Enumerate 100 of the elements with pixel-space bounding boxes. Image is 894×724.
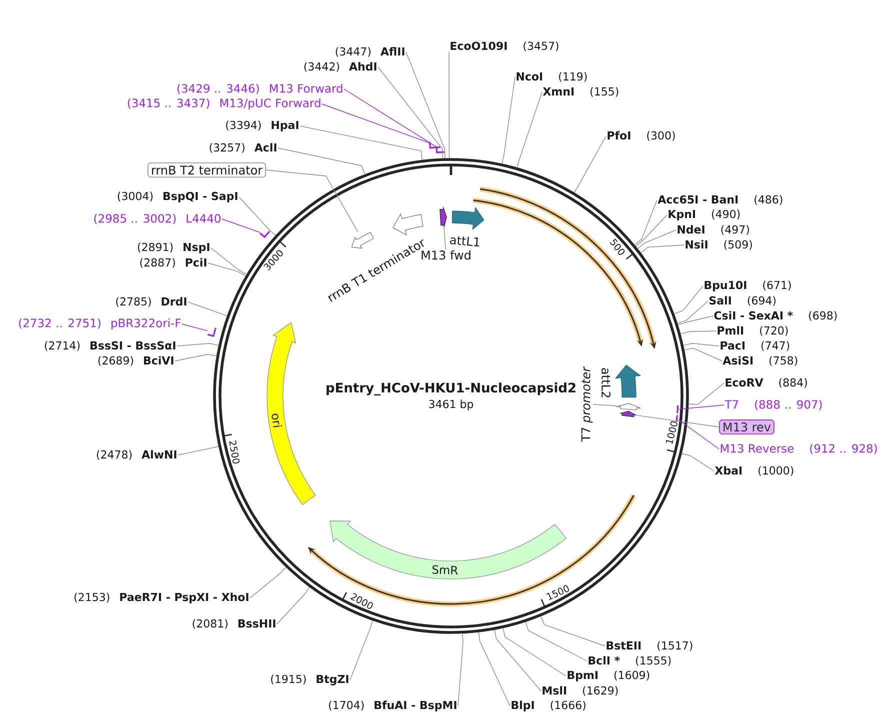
leader-line <box>174 354 217 362</box>
leader-line <box>634 200 658 246</box>
feature-label: attL1 <box>450 236 480 247</box>
restriction-site-label: Acc65I - BanI (486) <box>658 195 782 205</box>
primer-label: (3429 .. 3446) M13 Forward <box>177 84 342 94</box>
restriction-site-label: XmnI (155) <box>542 87 618 97</box>
leader-line <box>210 248 247 275</box>
tick-label: 2500 <box>229 440 240 464</box>
leader-line <box>238 196 276 236</box>
label-tag: M13 rev <box>719 420 774 434</box>
leader-line <box>250 567 286 598</box>
tick-label: 1000 <box>666 421 678 444</box>
leader-line <box>516 92 542 168</box>
restriction-site-label: (2714) BssSI - BssSαI <box>44 341 176 351</box>
leader-line <box>188 302 228 316</box>
leader-line <box>680 330 716 334</box>
leader-line <box>444 227 446 250</box>
feature-block <box>616 403 641 410</box>
primer-mark <box>676 415 678 422</box>
restriction-site-label: (2153) PaeR7I - PspXI - XhoI <box>74 592 248 604</box>
leader-line <box>502 76 516 164</box>
leader-line <box>344 88 437 148</box>
restriction-site-label: BclI * (1555) <box>588 656 671 666</box>
primer-label: M13 Reverse (912 .. 928) <box>720 444 877 454</box>
feature-block <box>620 410 636 418</box>
leader-line <box>276 587 310 624</box>
restriction-site-label: (2891) NspI <box>138 242 210 254</box>
leader-line <box>448 52 450 158</box>
restriction-site-label: (3394) HpaI <box>226 120 298 132</box>
leader-line <box>494 630 542 692</box>
primer-label: T7 (888 .. 907) <box>724 400 822 410</box>
leader-line <box>636 414 720 428</box>
primer-mark <box>260 230 270 238</box>
leader-line <box>525 622 588 662</box>
leader-line <box>222 218 260 233</box>
restriction-site-label: (2689) BciVI <box>98 356 174 366</box>
restriction-site-label: PacI (747) <box>720 341 790 351</box>
leader-line <box>266 170 358 232</box>
leader-line <box>278 148 366 174</box>
leader-line <box>683 343 720 346</box>
leader-line <box>300 126 422 160</box>
leader-line <box>350 620 374 680</box>
restriction-site-label: EcoRV (884) <box>726 378 807 388</box>
leader-line <box>406 52 446 158</box>
primer-mark <box>676 405 679 414</box>
primer-mark <box>436 146 444 154</box>
restriction-site-label: BlpI (1666) <box>512 700 586 712</box>
leader-line <box>678 404 724 410</box>
leader-line <box>684 348 722 362</box>
restriction-site-label: (2785) DrdI <box>116 297 186 307</box>
restriction-site-label: (1704) BfuAI - BspMI <box>329 700 456 712</box>
restriction-site-label: (2887) PciI <box>140 258 206 268</box>
restriction-site-label: CsiI - SexAI * (698) <box>714 311 837 321</box>
primer-label: (2732 .. 2751) pBR322ori-F <box>19 318 181 330</box>
feature-label: attL2 <box>601 368 611 398</box>
restriction-site-label: PmlI (720) <box>718 326 788 336</box>
leader-line <box>540 616 606 646</box>
leader-line <box>178 446 219 456</box>
restriction-site-label: BstEII (1517) <box>606 641 692 651</box>
restriction-site-label: (3447) AflII <box>336 47 404 57</box>
primer-label: (2985 .. 3002) L4440 <box>94 214 221 224</box>
feature-block <box>440 206 447 228</box>
restriction-site-label: MslI (1629) <box>542 686 618 696</box>
restriction-site-label: (1915) BtgZI <box>271 674 348 686</box>
restriction-site-label: XbaI (1000) <box>714 466 794 476</box>
tick-label: 2000 <box>350 593 373 609</box>
leader-line <box>182 324 208 332</box>
restriction-site-label: NdeI (497) <box>678 225 749 235</box>
primer-label: (3415 .. 3437) M13/pUC Forward <box>128 98 320 110</box>
restriction-site-label: (3442) AhdI <box>304 62 376 72</box>
restriction-site-label: AsiSI (758) <box>722 356 798 366</box>
restriction-site-label: (3257) AclI <box>210 143 276 153</box>
leader-line <box>640 244 684 253</box>
leader-line <box>322 104 430 144</box>
leader-line <box>636 214 668 246</box>
plasmid-name: pEntry_HCoV-HKU1-Nucleocapsid2 <box>326 382 576 396</box>
leader-line <box>678 316 714 326</box>
restriction-site-label: NcoI (119) <box>516 72 587 82</box>
leader-line <box>677 300 708 324</box>
leader-line <box>688 382 724 405</box>
leader-line <box>674 286 704 314</box>
label-tag: rrnB T2 terminator <box>148 162 266 178</box>
leader-line <box>678 419 720 450</box>
restriction-site-label: EcoO109I (3457) <box>450 42 558 52</box>
feature-block: SmR <box>330 520 566 580</box>
leader-line <box>378 66 444 158</box>
restriction-site-label: (2478) AlwNI <box>96 450 176 460</box>
restriction-site-label: (2081) BssHII <box>192 619 276 629</box>
restriction-site-label: NsiI (509) <box>686 240 752 250</box>
leader-line <box>478 632 510 706</box>
feature-block: ori <box>266 322 316 505</box>
leader-line <box>637 230 676 249</box>
feature-label: T7 promoter <box>581 366 593 442</box>
restriction-site-label: KpnI (490) <box>668 210 740 220</box>
restriction-site-label: PfoI (300) <box>608 131 675 141</box>
restriction-site-label: (3004) BspQI - SapI <box>118 192 238 202</box>
leader-line <box>208 262 246 276</box>
restriction-site-label: BpmI (1609) <box>568 670 650 682</box>
restriction-site-label: SalI (694) <box>710 296 776 306</box>
primer-mark <box>428 142 440 149</box>
